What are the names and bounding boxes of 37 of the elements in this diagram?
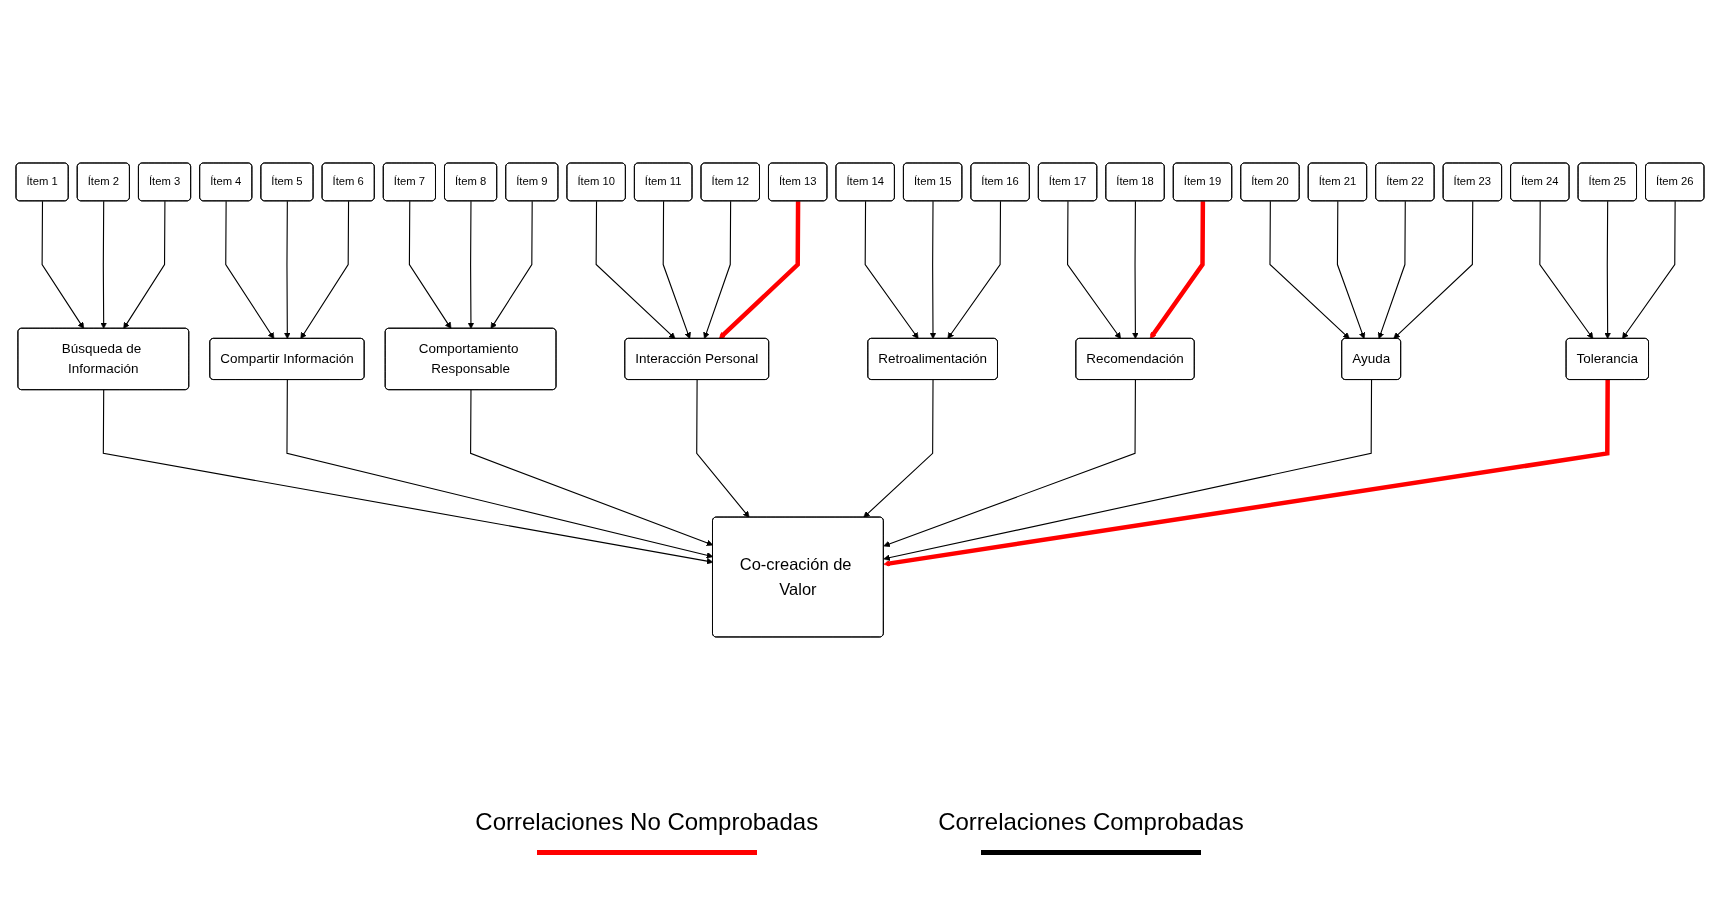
arrow [1621, 200, 1676, 340]
arrow [882, 379, 1372, 561]
arrow [408, 200, 451, 329]
arrow [702, 200, 731, 340]
arrow [299, 200, 349, 340]
legend-label: Correlaciones Comprobadas [938, 808, 1244, 836]
arrow [102, 389, 713, 565]
arrow [490, 200, 533, 329]
arrow [1066, 200, 1121, 340]
arrow [1131, 200, 1139, 340]
arrow [467, 200, 474, 329]
arrow [1603, 200, 1611, 340]
arrow [882, 379, 1136, 548]
arrow [864, 200, 919, 340]
arrow [929, 200, 936, 340]
arrow [862, 379, 934, 518]
arrow [285, 379, 713, 559]
arrow [41, 200, 84, 329]
arrow [99, 200, 107, 329]
arrow [1538, 200, 1593, 340]
diagram: Ítem 1 Ítem 2 Ítem 3 Ítem 4 Ítem 5 Ítem 6 Ítem 7 Ítem 8 Ítem 9 Ítem 10 Ítem 11 Ítem 12 Ítem 13 Búsqueda de Información Compartir Información Comportamiento Responsable Interacción Personal Co-creación de Valor Retroalimentación Recomendación Ayuda Tolerancia Ítem 14 Ítem 15 Ítem 16 Ítem 17 Ítem 18 Ítem 19 Ítem 20 Ítem 21 Ítem 22 Ítem 23 Ítem 24 Ítem 25 Ítem 26 [9, 157, 1710, 643]
arrow [469, 389, 713, 547]
arrow [695, 379, 750, 518]
arrow [662, 200, 691, 340]
arrow [1377, 200, 1406, 340]
arrow [283, 200, 291, 340]
arrow [882, 379, 1610, 567]
arrow [718, 201, 800, 340]
arrow [946, 200, 1001, 340]
arrow [1268, 200, 1350, 340]
legend-label: Correlaciones No Comprobadas [475, 808, 819, 836]
arrow [1392, 200, 1473, 340]
arrow [1336, 200, 1365, 340]
arrow [224, 200, 274, 340]
arrow [1149, 201, 1205, 340]
arrow [595, 200, 675, 340]
arrow [122, 200, 165, 329]
